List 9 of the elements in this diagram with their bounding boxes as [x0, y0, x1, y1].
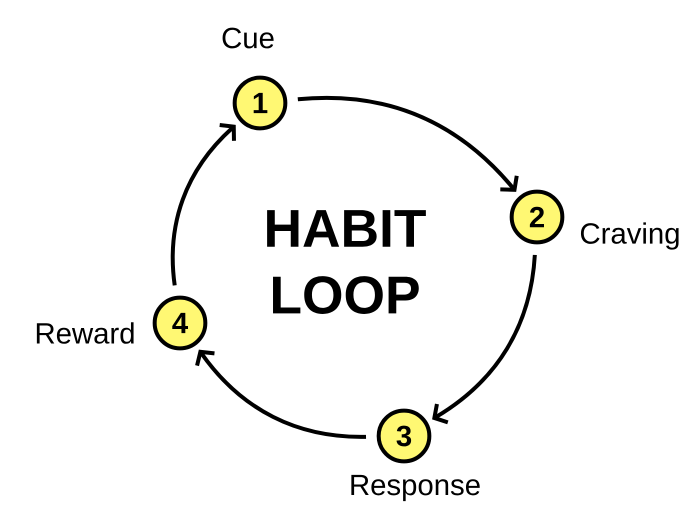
step-label: Craving: [580, 222, 679, 250]
arrow: [432, 254, 537, 424]
arrow: [195, 350, 366, 439]
step-label: Cue: [222, 28, 274, 48]
arrow: [298, 96, 519, 192]
arrow: [170, 122, 236, 286]
title: HABIT LOOP: [267, 210, 426, 314]
step-label: Response: [351, 474, 480, 502]
step-label: Reward: [36, 322, 134, 344]
